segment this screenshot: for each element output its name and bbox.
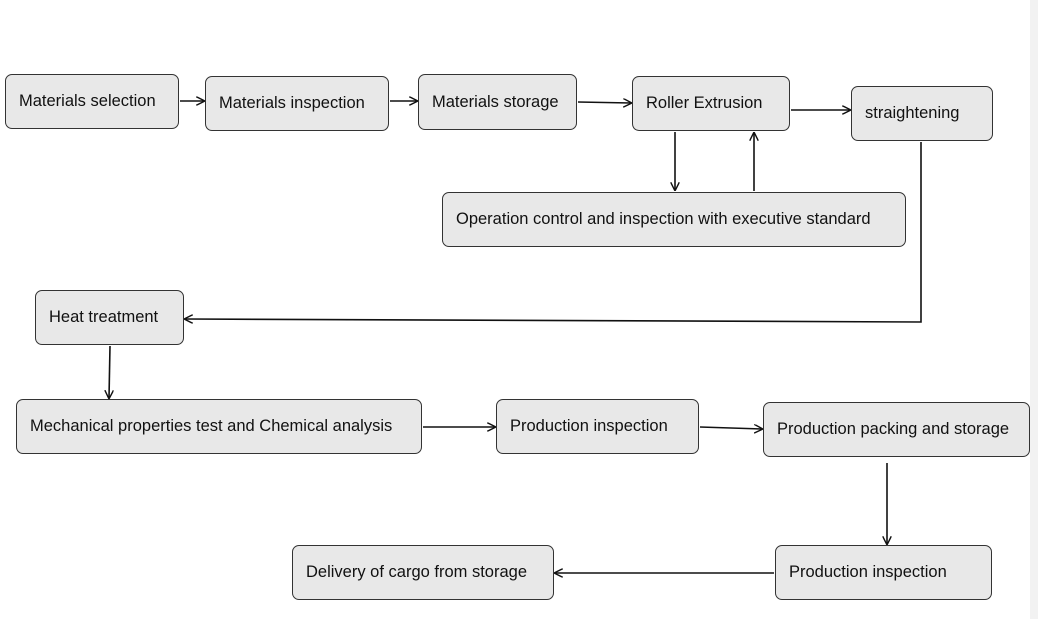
node-mechanical-test: Mechanical properties test and Chemical … bbox=[16, 399, 422, 454]
node-label: Roller Extrusion bbox=[646, 94, 763, 112]
node-label: Delivery of cargo from storage bbox=[306, 563, 528, 581]
node-label: Operation control and inspection with ex… bbox=[456, 210, 871, 228]
node-label: Heat treatment bbox=[49, 308, 159, 326]
node-label: Materials storage bbox=[432, 92, 559, 111]
node-label: Production inspection bbox=[789, 563, 947, 581]
edge-inspection-to-packing bbox=[699, 427, 762, 429]
node-label: straightening bbox=[865, 104, 960, 122]
node-label: Production inspection bbox=[510, 417, 668, 435]
page-edge-strip bbox=[1030, 0, 1038, 619]
edge-heat-to-mechanical bbox=[109, 345, 110, 398]
node-heat-treatment: Heat treatment bbox=[35, 290, 184, 345]
edge-storage-to-extrusion bbox=[577, 102, 631, 103]
node-materials-inspection: Materials inspection bbox=[205, 76, 389, 131]
node-delivery: Delivery of cargo from storage bbox=[292, 545, 554, 600]
node-materials-storage: Materials storage bbox=[418, 74, 577, 130]
node-label: Materials inspection bbox=[219, 94, 365, 112]
node-label: Materials selection bbox=[19, 92, 156, 110]
node-operation-control: Operation control and inspection with ex… bbox=[442, 192, 906, 247]
node-label: Production packing and storage bbox=[777, 420, 1010, 438]
node-production-inspection-2: Production inspection bbox=[775, 545, 992, 600]
node-label: Mechanical properties test and Chemical … bbox=[30, 417, 393, 435]
edge-straightening-to-heat bbox=[185, 142, 922, 322]
node-materials-selection: Materials selection bbox=[5, 74, 179, 129]
node-production-packing: Production packing and storage bbox=[763, 402, 1030, 457]
node-production-inspection-1: Production inspection bbox=[496, 399, 699, 454]
node-straightening: straightening bbox=[851, 86, 993, 141]
node-roller-extrusion: Roller Extrusion bbox=[632, 76, 790, 131]
